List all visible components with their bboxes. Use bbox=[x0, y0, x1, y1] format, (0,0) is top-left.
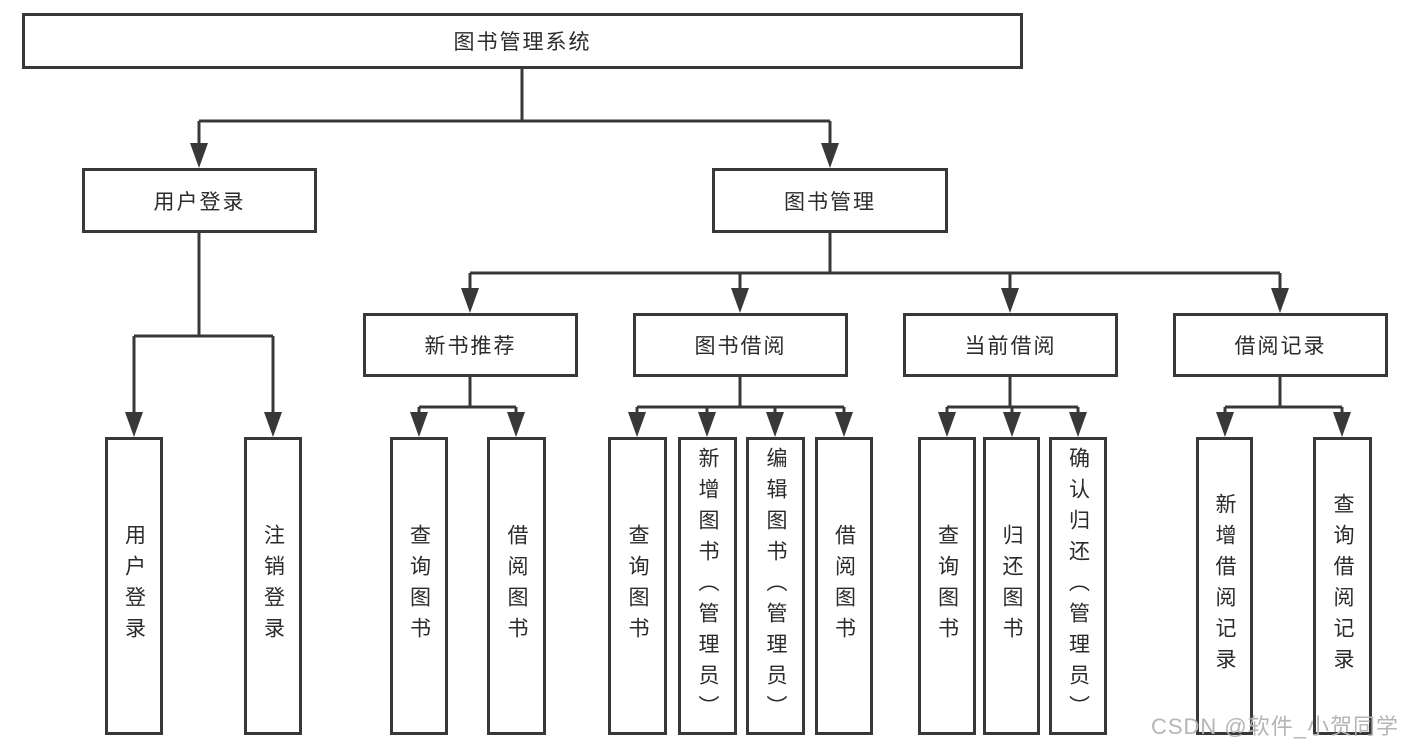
leaf-return-books-label: 归还图书 bbox=[1000, 524, 1023, 648]
leaf-logout-label: 注销登录 bbox=[261, 524, 285, 648]
leaf-query-borrow-record-label: 查询借阅记录 bbox=[1331, 493, 1354, 679]
leaf-logout: 注销登录 bbox=[244, 437, 302, 735]
leaf-user-login: 用户登录 bbox=[105, 437, 163, 735]
leaf-query-books-recommend: 查询图书 bbox=[390, 437, 448, 735]
leaf-return-books: 归还图书 bbox=[983, 437, 1040, 735]
leaf-borrow-books-recommend: 借阅图书 bbox=[487, 437, 546, 735]
node-user-login: 用户登录 bbox=[82, 168, 317, 233]
leaf-borrow-books: 借阅图书 bbox=[815, 437, 873, 735]
node-new-book-recommend: 新书推荐 bbox=[363, 313, 578, 377]
node-borrow-records: 借阅记录 bbox=[1173, 313, 1388, 377]
leaf-query-borrow-record: 查询借阅记录 bbox=[1313, 437, 1372, 735]
csdn-watermark: CSDN @软件_小贺同学 bbox=[1150, 714, 1399, 739]
leaf-edit-books-admin: 编辑图书（管理员） bbox=[746, 437, 805, 735]
node-current-borrowing-label: 当前借阅 bbox=[964, 335, 1057, 358]
leaf-edit-books-admin-label: 编辑图书（管理员） bbox=[764, 446, 787, 726]
leaf-query-books-current: 查询图书 bbox=[918, 437, 976, 735]
leaf-query-books-borrowing-label: 查询图书 bbox=[626, 524, 649, 648]
leaf-borrow-books-recommend-label: 借阅图书 bbox=[505, 524, 528, 648]
node-new-book-recommend-label: 新书推荐 bbox=[424, 335, 517, 358]
leaf-user-login-label: 用户登录 bbox=[122, 524, 146, 648]
node-current-borrowing: 当前借阅 bbox=[903, 313, 1118, 377]
node-borrow-records-label: 借阅记录 bbox=[1234, 335, 1327, 358]
node-root: 图书管理系统 bbox=[22, 13, 1023, 69]
leaf-add-borrow-record-label: 新增借阅记录 bbox=[1213, 493, 1236, 679]
leaf-confirm-return-admin-label: 确认归还（管理员） bbox=[1066, 446, 1090, 726]
leaf-add-borrow-record: 新增借阅记录 bbox=[1196, 437, 1253, 735]
leaf-add-books-admin: 新增图书（管理员） bbox=[678, 437, 737, 735]
node-root-label: 图书管理系统 bbox=[453, 31, 592, 54]
leaf-add-books-admin-label: 新增图书（管理员） bbox=[696, 446, 719, 726]
node-book-borrowing: 图书借阅 bbox=[633, 313, 848, 377]
node-book-management: 图书管理 bbox=[712, 168, 948, 233]
node-book-borrowing-label: 图书借阅 bbox=[694, 335, 787, 358]
leaf-confirm-return-admin: 确认归还（管理员） bbox=[1049, 437, 1107, 735]
node-user-login-label: 用户登录 bbox=[153, 190, 246, 214]
node-book-management-label: 图书管理 bbox=[784, 190, 876, 214]
leaf-query-books-borrowing: 查询图书 bbox=[608, 437, 667, 735]
leaf-query-books-recommend-label: 查询图书 bbox=[407, 524, 431, 648]
leaf-borrow-books-label: 借阅图书 bbox=[832, 524, 856, 648]
leaf-query-books-current-label: 查询图书 bbox=[935, 524, 959, 648]
